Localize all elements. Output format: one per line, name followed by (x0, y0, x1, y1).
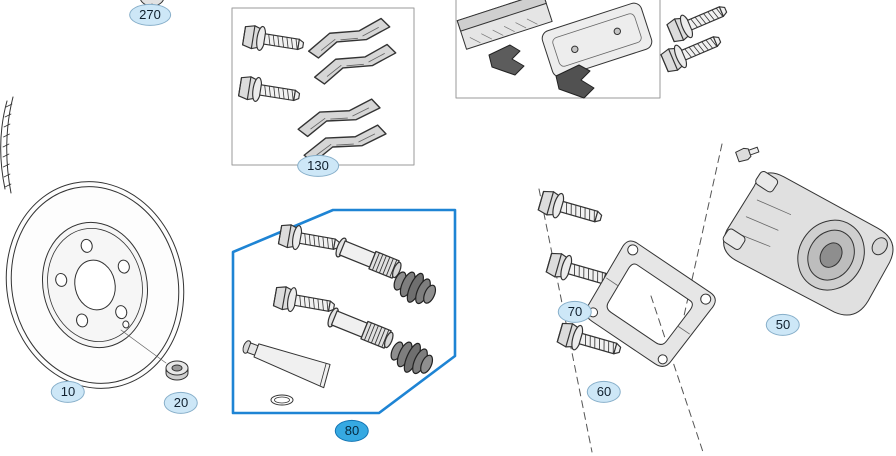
callout-70[interactable]: 70 (557, 300, 593, 324)
callout-270[interactable]: 270 (129, 3, 171, 27)
caliper-carrier[interactable] (578, 238, 718, 373)
hex-bolt[interactable] (665, 0, 731, 45)
leader-line-20 (120, 329, 167, 364)
hex-bolt (272, 284, 337, 320)
disc-edge-fragment (0, 96, 14, 194)
callout-80[interactable]: 80 (334, 419, 370, 443)
callout-20[interactable]: 20 (163, 391, 199, 415)
bleeder-screw (735, 146, 760, 163)
guide-pin-kit[interactable] (231, 208, 457, 415)
highlight-box-80 (231, 208, 457, 415)
callout-10[interactable]: 10 (50, 380, 86, 404)
pad-spring-clip (555, 64, 595, 99)
locating-nut[interactable] (165, 360, 189, 381)
brake-caliper[interactable] (713, 158, 896, 333)
brake-pad-kit[interactable] (455, 0, 661, 99)
brake-pad (541, 2, 653, 78)
kit-box-pads (455, 0, 661, 99)
callout-60[interactable]: 60 (586, 380, 622, 404)
hex-bolt (237, 74, 302, 109)
o-ring (270, 394, 294, 406)
brake-pad-edge (456, 0, 553, 50)
guide-pin (325, 306, 397, 352)
mounting-kit[interactable] (231, 7, 415, 166)
brake-disc[interactable] (0, 165, 203, 405)
hex-bolt (536, 187, 605, 231)
grease-tube (242, 340, 331, 389)
callout-130[interactable]: 130 (297, 154, 339, 178)
pad-spring-clip (488, 44, 525, 76)
callout-50[interactable]: 50 (765, 313, 801, 337)
hex-bolt (241, 23, 306, 58)
guide-pin (333, 236, 405, 282)
hex-bolt (277, 222, 342, 258)
